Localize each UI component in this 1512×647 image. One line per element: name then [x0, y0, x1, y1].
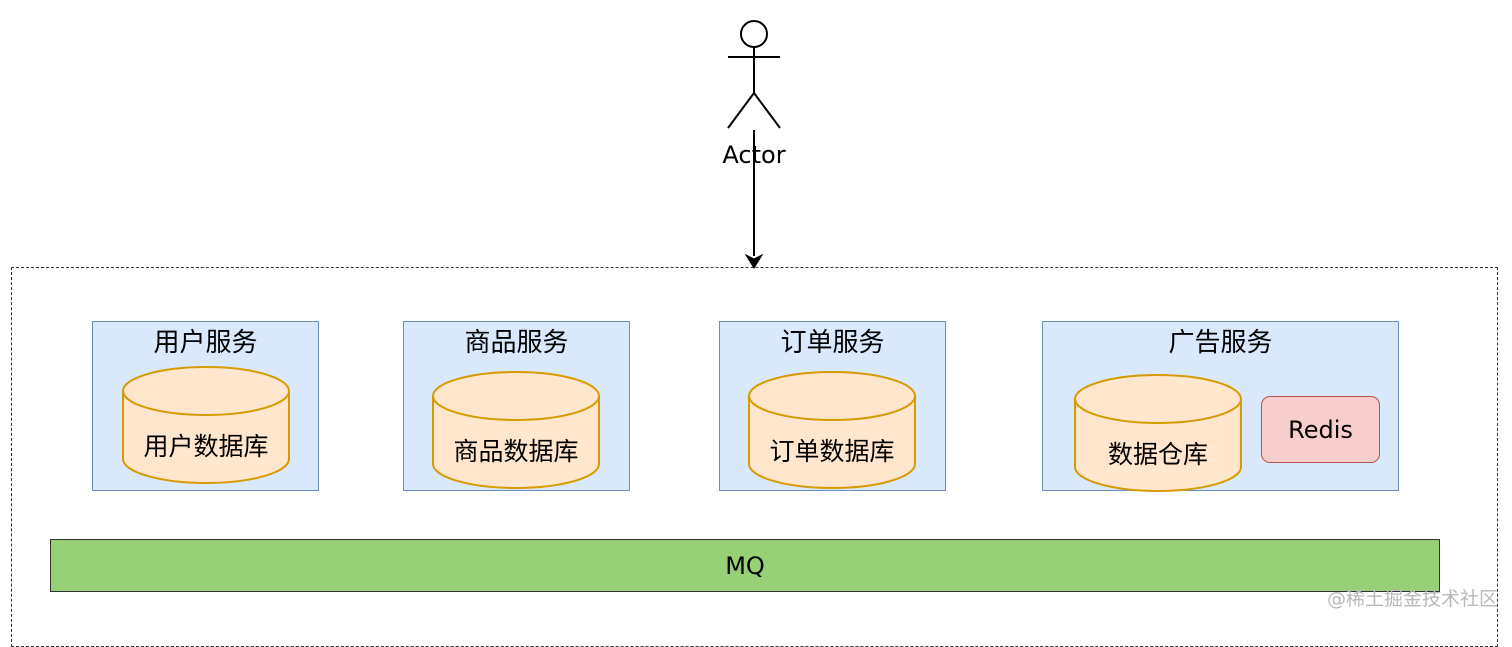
actor-label: Actor — [722, 141, 786, 169]
actor-icon — [727, 20, 781, 129]
data-warehouse-cylinder: 数据仓库 — [1074, 374, 1242, 492]
database-icon — [432, 371, 600, 489]
request-arrow — [744, 130, 764, 269]
message-queue-bar: MQ — [50, 539, 1440, 592]
redis-cache-box: Redis — [1261, 396, 1380, 463]
database-label: 订单数据库 — [769, 437, 895, 466]
database-label: 商品数据库 — [453, 437, 579, 466]
database-icon — [748, 371, 916, 489]
database-label: 用户数据库 — [143, 432, 269, 461]
service-title: 广告服务 — [1168, 328, 1273, 358]
user-database-cylinder: 用户数据库 — [122, 366, 290, 484]
order-database-cylinder: 订单数据库 — [748, 371, 916, 489]
service-title: 用户服务 — [153, 328, 258, 358]
database-icon — [122, 366, 290, 484]
actor-diagram-layer — [727, 20, 781, 269]
database-icon — [1074, 374, 1242, 492]
service-title: 订单服务 — [780, 328, 885, 358]
service-title: 商品服务 — [464, 328, 569, 358]
database-label: 数据仓库 — [1107, 440, 1208, 469]
product-database-cylinder: 商品数据库 — [432, 371, 600, 489]
watermark: @稀土掘金技术社区 — [1326, 588, 1498, 610]
